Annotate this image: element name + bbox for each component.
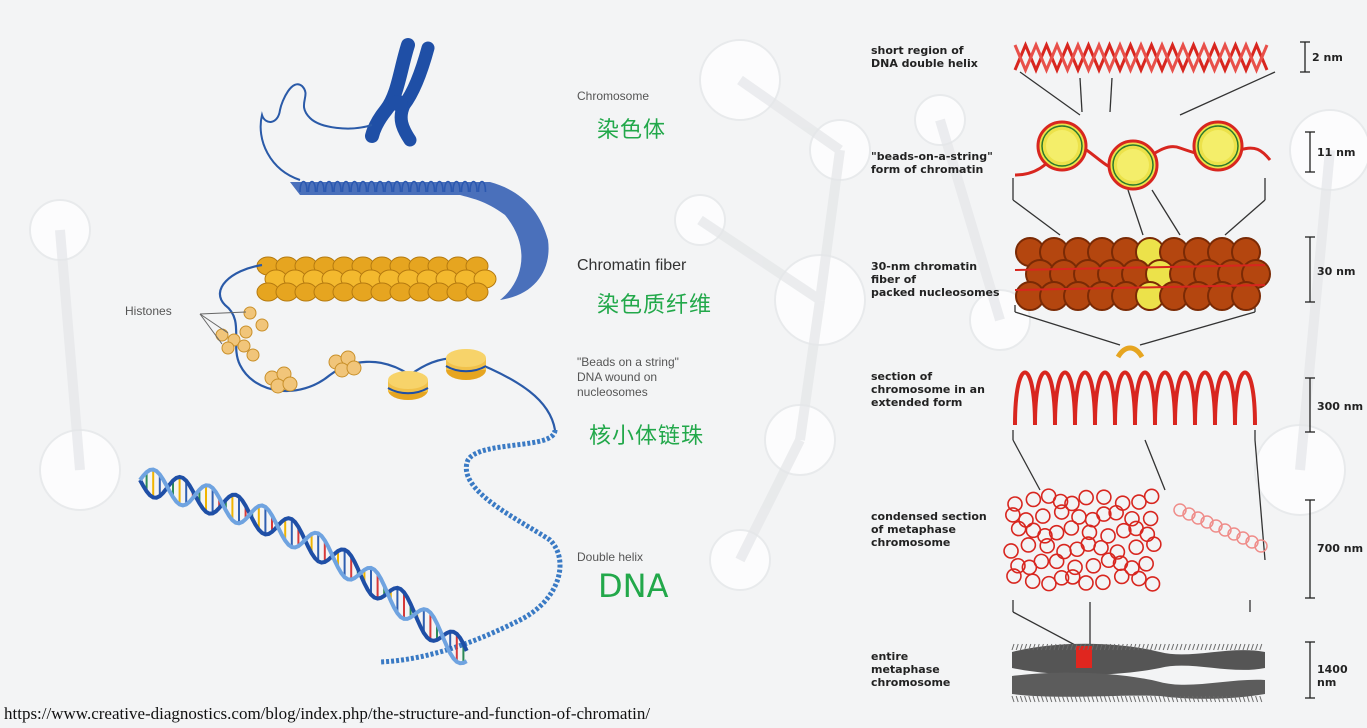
chromatin-fiber-beads bbox=[256, 256, 497, 302]
histone-beads bbox=[215, 306, 269, 362]
double-helix-label-en: Double helix bbox=[577, 550, 644, 564]
double-helix-label-dna: DNA bbox=[598, 567, 669, 605]
beads-on-a-string bbox=[1014, 120, 1272, 191]
beads-label-cn: 核小体链珠 bbox=[589, 424, 705, 449]
level-3-label: 30-nm chromatin fiber of packed nucleoso… bbox=[871, 260, 1000, 299]
histones-pointer-lines bbox=[199, 311, 247, 345]
scale-11nm: 11 nm bbox=[1317, 146, 1356, 159]
right-diagram bbox=[1003, 41, 1315, 703]
nucleosome-1 bbox=[387, 371, 429, 400]
chromosome-shape bbox=[365, 38, 435, 147]
dna-double-helix-zigzag bbox=[1013, 41, 1269, 74]
30nm-chromatin-fiber bbox=[1014, 237, 1271, 311]
scale-bars bbox=[1300, 41, 1315, 699]
coiled-fiber bbox=[290, 182, 549, 300]
chromosome-label-en: Chromosome bbox=[577, 89, 650, 103]
beads-label-line3: nucleosomes bbox=[577, 385, 648, 399]
nucleosome-2 bbox=[445, 349, 487, 380]
scale-1400nm: 1400 nm bbox=[1317, 663, 1348, 689]
histone-octamer bbox=[264, 350, 362, 394]
extended-chromosome-loops bbox=[1013, 370, 1257, 426]
coil-loops bbox=[299, 180, 487, 193]
chromatin-fiber-label-en: Chromatin fiber bbox=[577, 257, 687, 274]
beads-label-en: "Beads on a string" DNA wound on nucleos… bbox=[577, 355, 679, 400]
dna-thread-upper bbox=[259, 83, 373, 181]
level-4-label: section of chromosome in an extended for… bbox=[871, 370, 985, 409]
scale-300nm: 300 nm bbox=[1317, 400, 1364, 413]
chromatin-fiber-label-cn: 染色质纤维 bbox=[597, 293, 713, 318]
scale-700nm: 700 nm bbox=[1317, 542, 1364, 555]
level-2-label: "beads-on-a-string" form of chromatin bbox=[871, 150, 993, 176]
connector-lines bbox=[1012, 71, 1276, 646]
chromosome-label-cn: 染色体 bbox=[597, 118, 667, 143]
extended-loop-highlight bbox=[1115, 345, 1145, 359]
histones-label: Histones bbox=[125, 304, 172, 318]
beads-label-line1: "Beads on a string" bbox=[577, 355, 679, 369]
level-6-label: entire metaphase chromosome bbox=[871, 650, 951, 689]
level-1-label: short region of DNA double helix bbox=[871, 44, 978, 70]
scale-30nm: 30 nm bbox=[1317, 265, 1356, 278]
metaphase-chromosome bbox=[1011, 643, 1265, 703]
dna-ribbon bbox=[379, 429, 563, 665]
dna-double-helix bbox=[138, 467, 469, 666]
left-diagram bbox=[138, 38, 563, 666]
source-url: https://www.creative-diagnostics.com/blo… bbox=[4, 704, 651, 723]
scale-2nm: 2 nm bbox=[1312, 51, 1343, 64]
condensed-coil-section bbox=[1003, 488, 1268, 592]
level-5-label: condensed section of metaphase chromosom… bbox=[871, 510, 987, 549]
beads-label-line2: DNA wound on bbox=[577, 370, 658, 384]
